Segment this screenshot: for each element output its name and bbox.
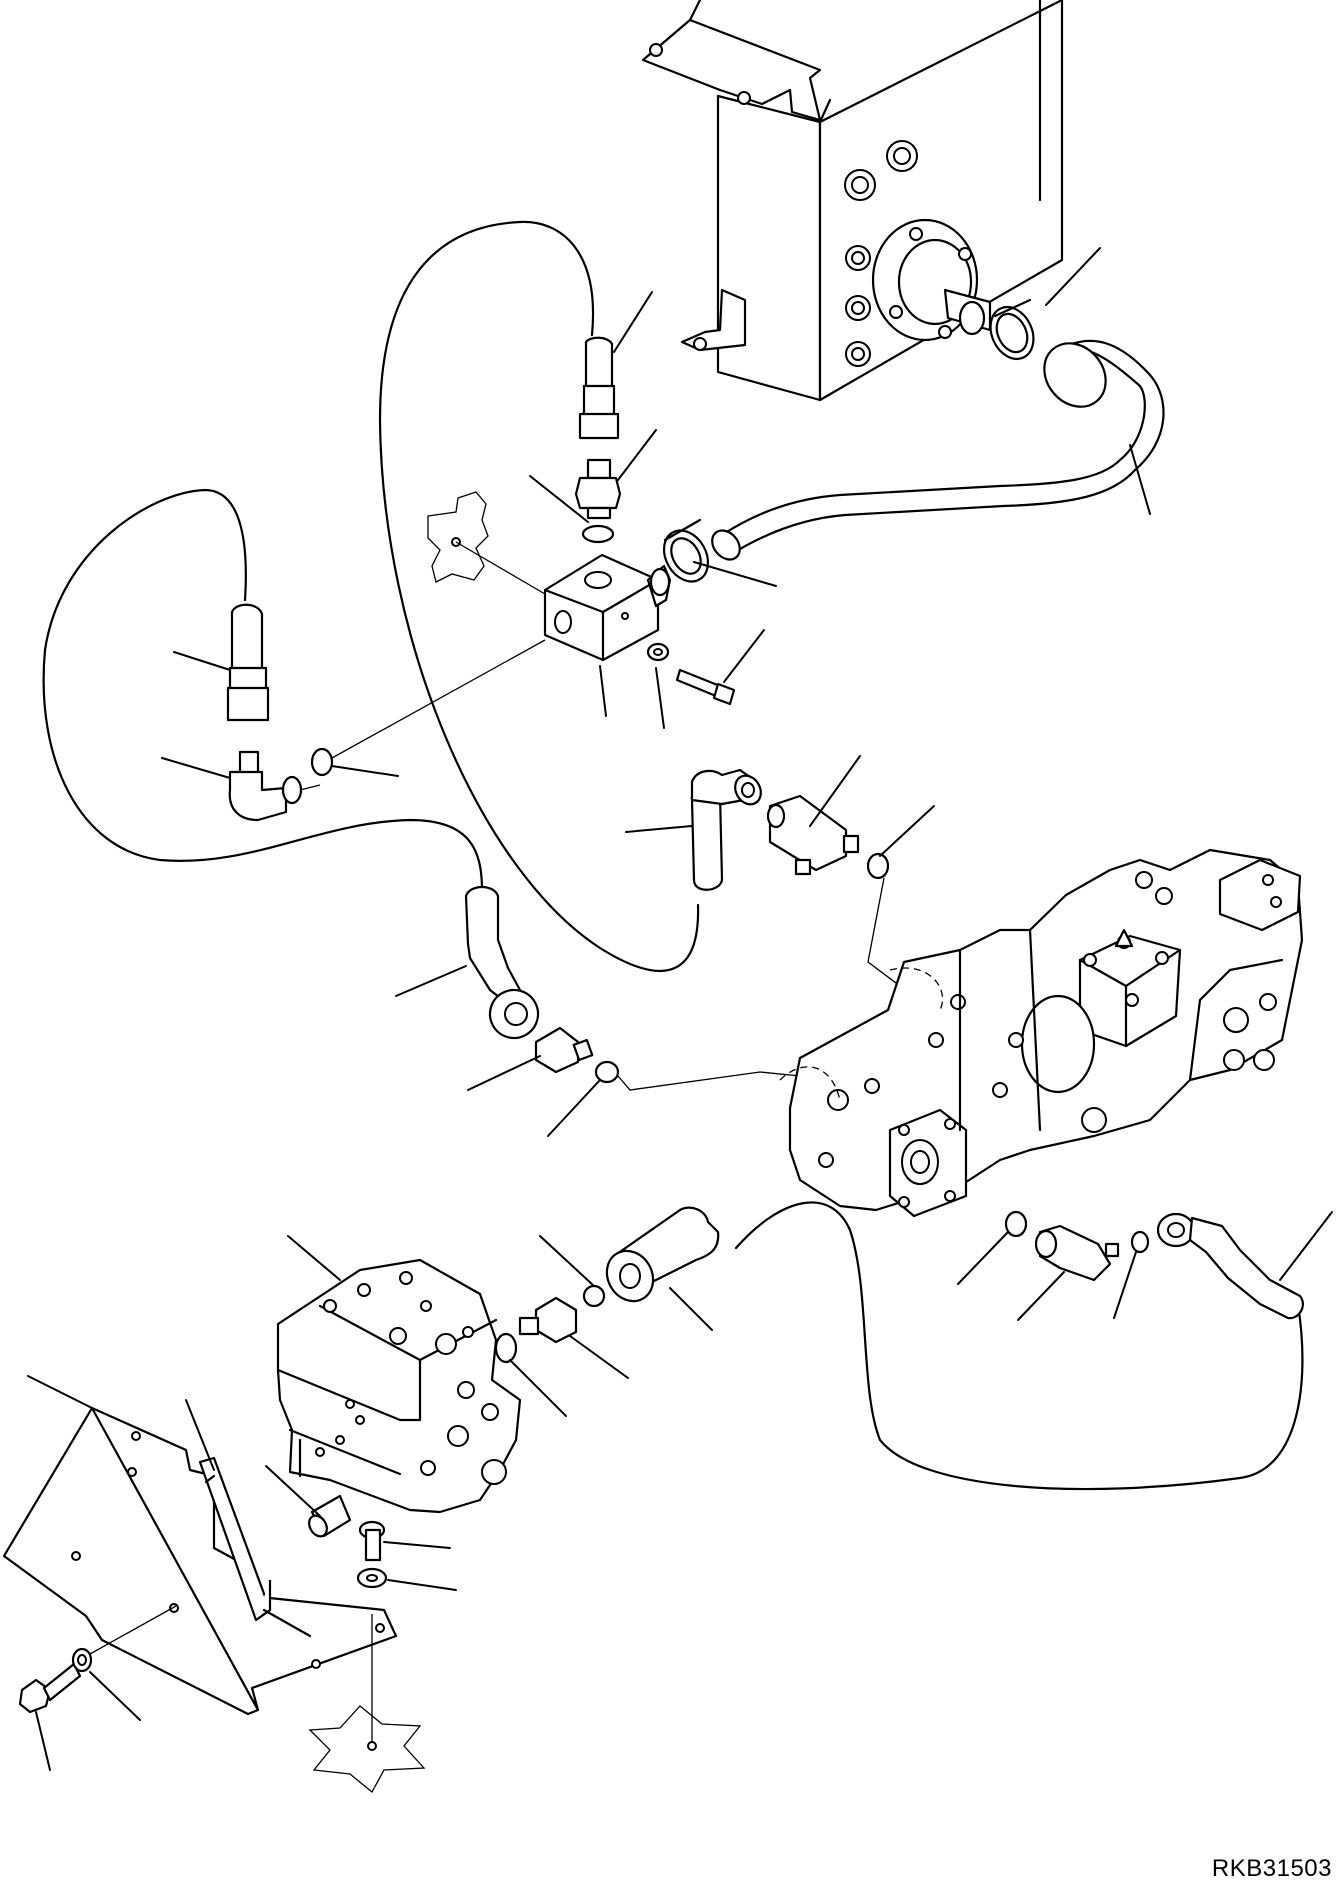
pump-o-ring-right — [1004, 1210, 1028, 1238]
middle-hose-left — [464, 885, 540, 1040]
left-o-ring — [310, 747, 334, 777]
lower-adapter — [518, 1296, 578, 1344]
mounting-plate-symbol — [427, 491, 546, 595]
hose-lines — [42, 220, 1304, 1491]
leader-lines — [27, 247, 1333, 1771]
pump-bracket — [2, 1406, 398, 1716]
left-elbow — [228, 750, 321, 822]
mounting-washer — [356, 1567, 388, 1589]
block-bolt — [646, 642, 736, 706]
hose-clamp-lower — [662, 518, 710, 583]
dowel-pin — [308, 1494, 352, 1538]
middle-o-ring-left — [594, 1060, 620, 1084]
tee-fitting — [766, 794, 860, 876]
lower-hose — [605, 1206, 720, 1303]
mounting-bolt — [358, 1520, 386, 1562]
bracket-bolt — [18, 1662, 82, 1714]
hose-clamp-upper — [989, 298, 1035, 360]
bracket-washer — [71, 1647, 93, 1673]
hydraulic-tank — [641, 0, 1064, 402]
middle-adapter-left — [534, 1026, 594, 1074]
gear-pump — [276, 1258, 522, 1514]
drawing-code: RKB31503 — [1211, 1855, 1332, 1882]
main-pump — [779, 848, 1304, 1218]
elbow-o-ring — [1130, 1230, 1150, 1254]
lower-o-ring-a — [582, 1284, 606, 1308]
upper-o-ring — [581, 524, 615, 544]
right-hose-fitting — [1156, 1212, 1304, 1320]
upper-adapter — [574, 458, 622, 520]
left-hose-fitting — [226, 603, 270, 722]
middle-hose-right — [690, 768, 762, 891]
pump-elbow — [1034, 1224, 1120, 1282]
junction-block — [543, 553, 672, 662]
upper-hose-fitting — [578, 336, 620, 440]
floor-mount-symbol — [308, 1614, 426, 1793]
tee-o-ring — [866, 852, 890, 880]
suction-hose — [711, 339, 1165, 561]
lower-o-ring-b — [494, 1332, 518, 1364]
